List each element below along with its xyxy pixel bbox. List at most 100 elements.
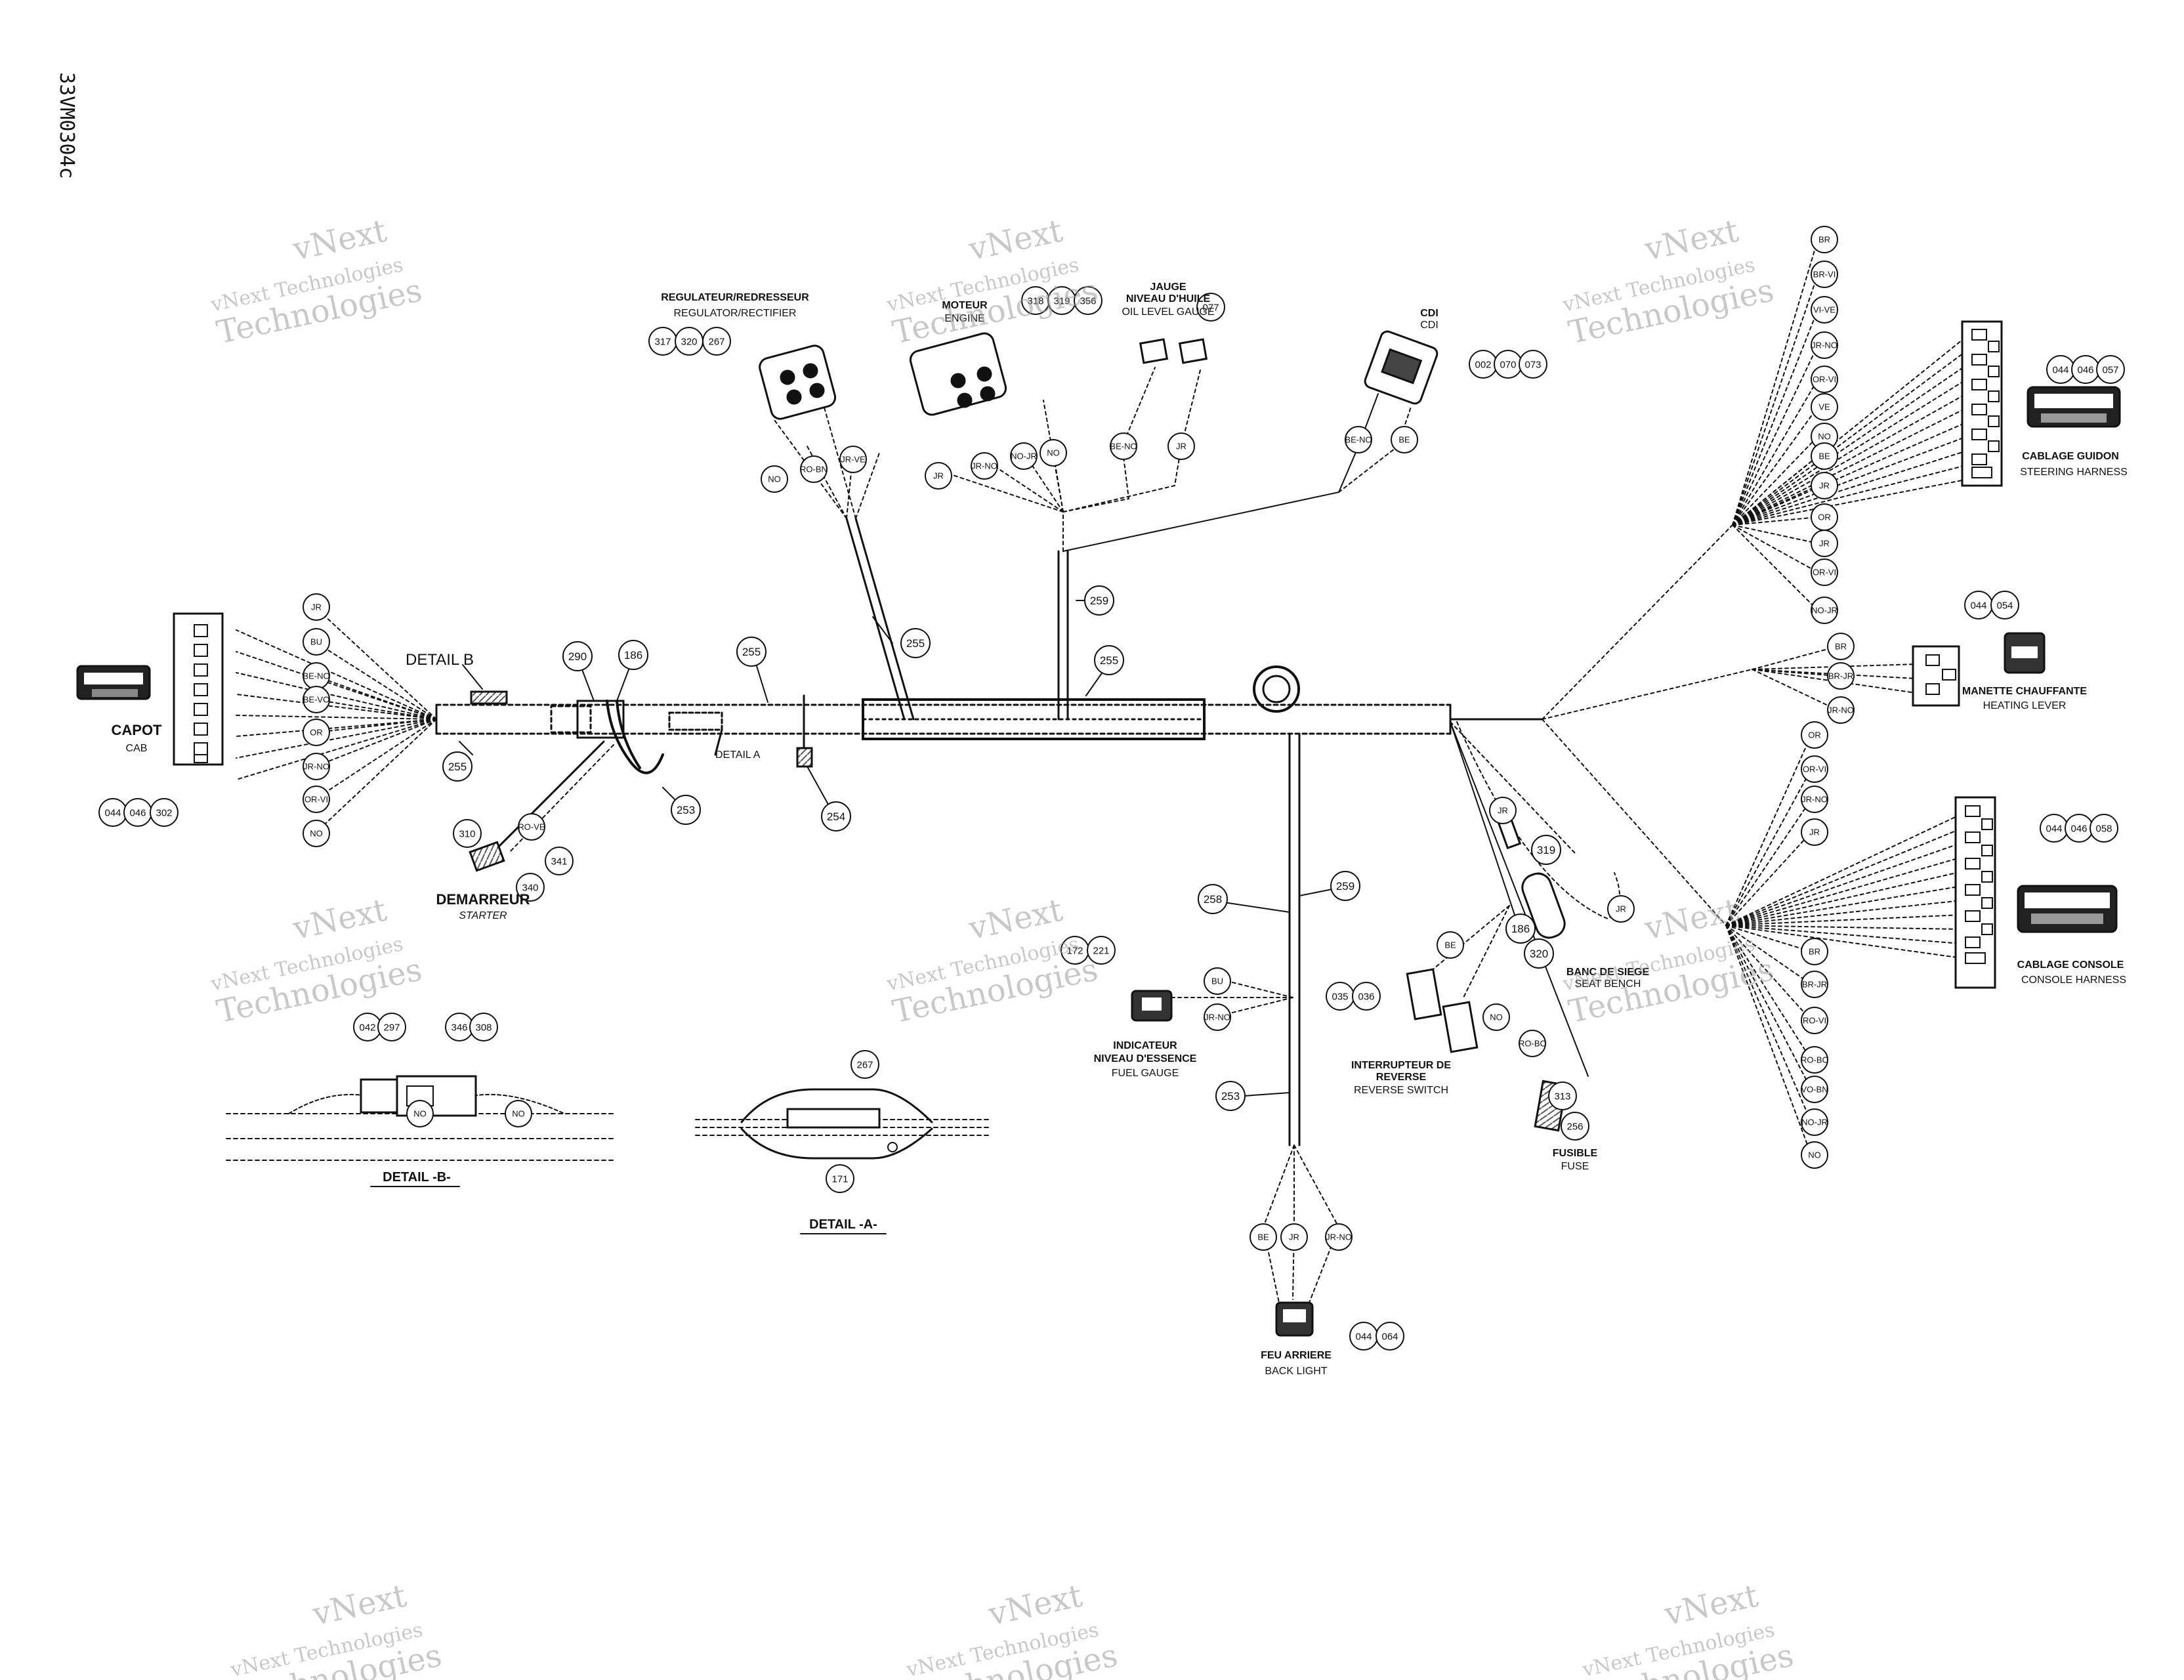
part-cdi-002: 002 [1469, 350, 1498, 379]
oil-gauge-icon [1139, 338, 1208, 364]
cab-connector [76, 612, 224, 766]
part-steering-057: 057 [2096, 355, 2125, 384]
wire-code-steering-2: VI-VE [1811, 296, 1838, 324]
callout-319: 319 [1537, 844, 1555, 856]
svg-text:077: 077 [1202, 302, 1219, 313]
part-console-058: 058 [2090, 814, 2118, 843]
svg-text:BR-JR: BR-JR [1802, 980, 1827, 990]
wire-detail-b-left: NO [406, 1100, 434, 1127]
wire-code-heating-2: JR-NO [1827, 696, 1855, 724]
svg-text:044: 044 [1970, 600, 1986, 611]
wire-code-fuel-1: JR-NO [1204, 1003, 1231, 1031]
svg-text:BE-NO: BE-NO [303, 671, 329, 681]
heating-connector [1912, 632, 2046, 707]
wire-code-oil-1: JR [1167, 432, 1195, 460]
reverse-label-fr2: REVERSE [1376, 1072, 1427, 1083]
part-backlight-064: 064 [1376, 1322, 1404, 1351]
callout-259-b: 259 [1336, 880, 1354, 892]
svg-text:046: 046 [2077, 364, 2093, 375]
part-starter-310: 310 [453, 819, 482, 848]
callout-253: 253 [677, 804, 695, 816]
wire-code-reverse-0: BE [1437, 931, 1464, 959]
svg-text:341: 341 [551, 856, 567, 867]
part-detail-b-297: 297 [377, 1013, 406, 1041]
engine-branch [944, 367, 1412, 721]
svg-text:171: 171 [831, 1173, 848, 1185]
svg-text:BR: BR [1809, 947, 1820, 957]
svg-text:BE: BE [1257, 1232, 1269, 1242]
fuse-label-en: FUSE [1561, 1161, 1589, 1172]
callout-320: 320 [1530, 948, 1548, 960]
wire-code-console-6: RO-VI [1801, 1007, 1828, 1034]
part-engine-356: 356 [1074, 286, 1102, 315]
wire-code-starter-0: RO-VE [518, 813, 545, 841]
oil-label-en: OIL LEVEL GAUGE [1122, 306, 1214, 318]
part-starter-341: 341 [545, 847, 574, 875]
fuel-gauge-icon [1131, 990, 1173, 1022]
wire-code-engine-1: JR-NO [971, 452, 998, 480]
wire-code-cab-4: OR [303, 719, 330, 746]
svg-text:BU: BU [1211, 976, 1223, 986]
part-cdi-070: 070 [1494, 350, 1522, 379]
part-detail-b-042: 042 [353, 1013, 382, 1041]
svg-text:OR: OR [1808, 730, 1821, 740]
wire-code-cab-0: JR [303, 593, 330, 621]
part-cdi-073: 073 [1519, 350, 1547, 379]
starter-label-en: STARTER [459, 910, 507, 921]
part-backlight-044: 044 [1349, 1322, 1378, 1351]
wire-code-console-1: OR-VI [1801, 755, 1828, 783]
svg-text:057: 057 [2102, 364, 2118, 375]
detail-labels: DETAIL B DETAIL A DETAIL -B- DETAIL -A- [370, 651, 887, 1234]
svg-text:318: 318 [1027, 295, 1043, 306]
starter-branch [497, 740, 614, 854]
svg-text:058: 058 [2095, 823, 2112, 834]
part-reverse-036: 036 [1352, 982, 1381, 1011]
svg-text:JR: JR [1809, 828, 1820, 837]
engine-connector-icon [909, 332, 1007, 416]
part-starter-340: 340 [516, 873, 545, 902]
svg-text:BR-VI: BR-VI [1813, 270, 1836, 280]
backlight-label-en: BACK LIGHT [1265, 1366, 1327, 1377]
wire-code-console-0: OR [1801, 721, 1828, 749]
svg-text:NO: NO [1818, 432, 1831, 442]
starter-label-fr: DEMARREUR [436, 891, 530, 908]
console-label-en: CONSOLE HARNESS [2021, 975, 2126, 986]
cab-plug-icon [76, 665, 151, 700]
part-cab-302: 302 [150, 798, 178, 827]
wire-code-back-2: JR-NO [1325, 1223, 1353, 1251]
svg-text:JR: JR [1498, 806, 1508, 816]
svg-text:BE-NO: BE-NO [1110, 442, 1137, 452]
wire-code-heating-1: BR-JR [1827, 662, 1855, 690]
svg-text:JR: JR [311, 602, 322, 612]
wire-code-steering-8: JR [1811, 472, 1838, 499]
svg-text:VE: VE [1818, 402, 1830, 412]
wire-code-steering-3: JR-NO [1811, 331, 1838, 359]
part-oil_gauge-077: 077 [1196, 293, 1225, 322]
harness-callouts [442, 585, 1561, 1111]
svg-text:NO-JR: NO-JR [1811, 606, 1838, 616]
console-label-fr: CABLAGE CONSOLE [2017, 959, 2124, 971]
wire-code-cab-1: BU [303, 628, 330, 656]
wire-code-bubbles: JRBUBE-NOBE-VOORJR-NOOR-VINONORO-BNJR-VE… [303, 226, 1855, 1251]
wire-code-steering-6: NO [1811, 423, 1838, 450]
svg-text:320: 320 [681, 336, 697, 347]
detail-b-title: DETAIL -B- [383, 1170, 451, 1185]
wire-code-console-7: RO-BC [1801, 1046, 1828, 1074]
svg-text:JR: JR [933, 471, 944, 481]
steering-plug-icon [2026, 386, 2121, 428]
detail-a-drawing [695, 1088, 992, 1160]
part-regulator-320: 320 [675, 327, 704, 356]
svg-text:042: 042 [359, 1022, 375, 1033]
svg-text:BU: BU [310, 637, 322, 647]
fuel-label-en: FUEL GAUGE [1112, 1068, 1179, 1079]
svg-text:310: 310 [459, 828, 475, 839]
wire-code-console-8: VO-BN [1801, 1076, 1828, 1103]
cab-wire-fan [236, 606, 437, 834]
part-heating-044: 044 [1964, 591, 1993, 620]
svg-text:070: 070 [1500, 359, 1516, 370]
svg-text:BE: BE [1398, 435, 1410, 445]
wire-code-back-0: BE [1250, 1223, 1277, 1251]
